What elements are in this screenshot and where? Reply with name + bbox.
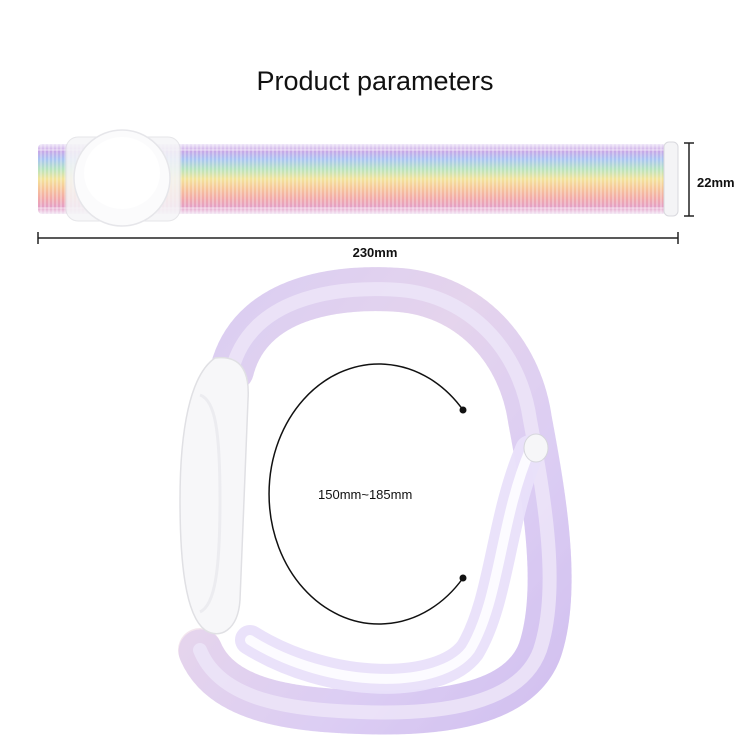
looped-strap (178, 267, 572, 735)
width-measure (684, 142, 694, 217)
strap-end-cap (663, 141, 679, 217)
page-title: Product parameters (256, 66, 494, 96)
wrist-range-label: 150mm~185mm (318, 487, 413, 502)
length-measure (37, 232, 679, 244)
loop-end-cap (523, 433, 549, 463)
length-label: 230mm (352, 245, 398, 260)
flat-strap (38, 129, 679, 227)
circumference-measure (268, 363, 467, 625)
holder-side (179, 356, 249, 635)
width-label: 22mm (697, 175, 735, 190)
